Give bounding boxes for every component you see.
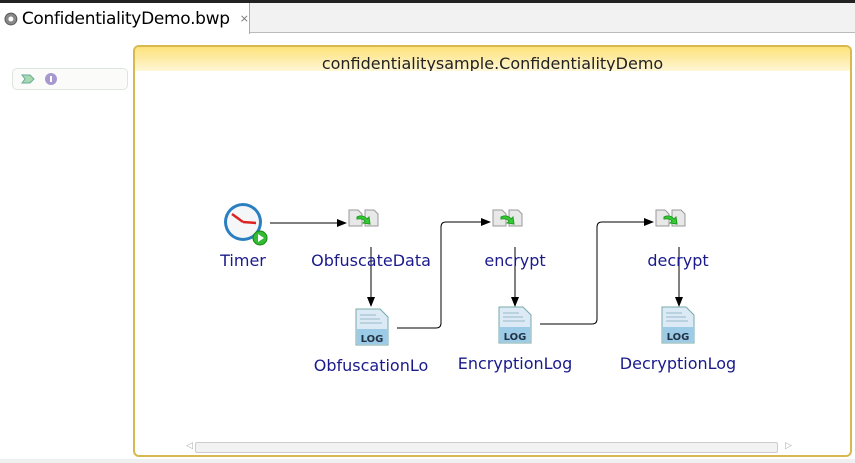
palette-toolbar — [12, 68, 128, 90]
start-event-icon[interactable] — [21, 74, 35, 84]
log-badge: LOG — [361, 334, 384, 345]
pool-header: confidentialitysample.ConfidentialityDem… — [135, 47, 850, 71]
pool-title: confidentialitysample.ConfidentialityDem… — [321, 54, 664, 71]
log-badge: LOG — [667, 332, 690, 343]
decryption-log-label[interactable]: DecryptionLog — [619, 354, 737, 373]
encryption-log-icon[interactable]: LOG — [498, 306, 532, 344]
encrypt-label[interactable]: encrypt — [484, 251, 546, 270]
encryption-log-label[interactable]: EncryptionLog — [457, 354, 573, 373]
timer-label[interactable]: Timer — [220, 251, 266, 270]
process-pool: confidentialitysample.ConfidentialityDem… — [133, 45, 852, 457]
close-icon[interactable]: ⨯ — [239, 12, 249, 25]
info-icon[interactable] — [45, 73, 57, 85]
timer-icon[interactable] — [224, 203, 268, 246]
decrypt-label[interactable]: decrypt — [647, 251, 709, 270]
obfuscate-data-label[interactable]: ObfuscateData — [311, 251, 431, 270]
decryption-log-icon[interactable]: LOG — [661, 306, 695, 344]
obfuscate-activity-icon[interactable] — [348, 209, 379, 227]
obfuscation-log-icon[interactable]: LOG — [355, 308, 389, 346]
flow-obfuscationlog-to-encrypt[interactable] — [397, 218, 491, 329]
horizontal-scrollbar[interactable] — [195, 442, 778, 453]
tab-confidentiality-demo[interactable]: ConfidentialityDemo.bwp ⨯ — [0, 3, 250, 34]
scroll-left-icon[interactable]: ◁ — [186, 441, 193, 451]
tab-title: ConfidentialityDemo.bwp — [21, 8, 230, 29]
flow-encryptionlog-to-decrypt[interactable] — [540, 218, 654, 325]
obfuscation-log-label[interactable]: ObfuscationLo — [313, 356, 429, 375]
log-badge: LOG — [504, 332, 527, 343]
scroll-right-icon[interactable]: ▷ — [785, 441, 792, 451]
decrypt-activity-icon[interactable] — [655, 209, 686, 227]
bottom-border — [0, 459, 855, 463]
encrypt-activity-icon[interactable] — [492, 209, 523, 227]
editor-tab-strip: ConfidentialityDemo.bwp ⨯ — [0, 3, 855, 34]
gear-icon — [4, 12, 18, 25]
window-top-border — [0, 0, 855, 3]
